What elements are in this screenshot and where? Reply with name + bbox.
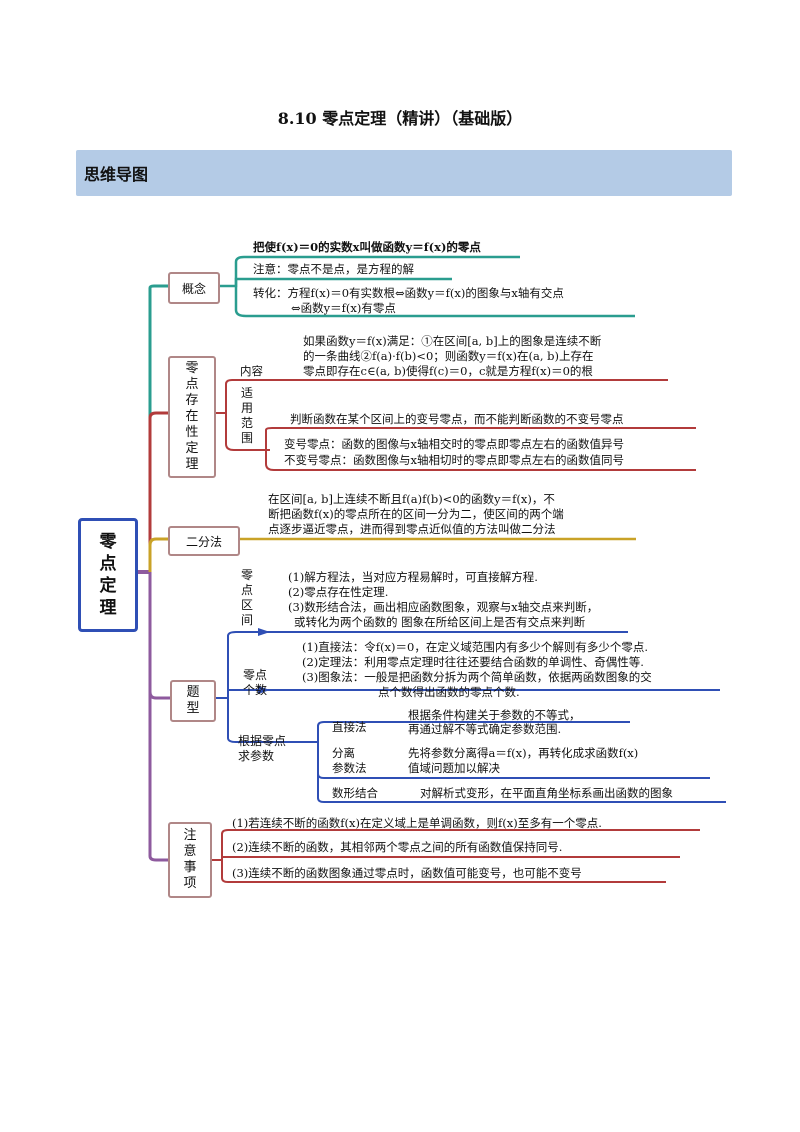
param-direct-label: 直接法 bbox=[332, 720, 367, 734]
bisection-label: 二分法 bbox=[185, 534, 222, 549]
existence-node: 零点存在性定理 bbox=[168, 356, 216, 478]
notes-item-1: (1)若连续不断的函数f(x)在定义域上是单调函数，则f(x)至多有一个零点. bbox=[232, 816, 602, 830]
param-shape-text: 对解析式变形，在平面直角坐标系画出函数的图象 bbox=[420, 786, 673, 800]
problems-node: 题型 bbox=[170, 680, 216, 722]
problems-count-1: (1)直接法：令f(x)＝0，在定义域范围内有多少个解则有多少个零点. bbox=[302, 640, 648, 654]
problems-count-label: 零点个数 bbox=[242, 668, 267, 697]
problems-interval-4: 或转化为两个函数的 图象在所给区间上是否有交点来判断 bbox=[294, 615, 586, 629]
problems-interval-3: (3)数形结合法，画出相应函数图象，观察与x轴交点来判断， bbox=[288, 600, 599, 614]
existence-content-3: 零点即存在c∈(a, b)使得f(c)＝0，c就是方程f(x)＝0的根 bbox=[303, 364, 593, 378]
problems-interval-2: (2)零点存在性定理. bbox=[288, 585, 389, 599]
param-sep-label-1: 分离 bbox=[332, 746, 355, 760]
problems-interval-label: 零点区间 bbox=[240, 568, 253, 627]
existence-scope-sub-1: 变号零点：函数的图像与x轴相交时的零点即零点左右的函数值异号 bbox=[284, 437, 624, 451]
param-direct-1: 根据条件构建关于参数的不等式， bbox=[408, 708, 581, 722]
notes-item-3: (3)连续不断的函数图象通过零点时，函数值可能变号，也可能不变号 bbox=[232, 866, 582, 880]
existence-label: 零点存在性定理 bbox=[185, 361, 199, 472]
problems-count-3: (3)图象法：一般是把函数分拆为两个简单函数，依据两函数图象的交 bbox=[302, 670, 652, 684]
param-sep-2: 值域问题加以解决 bbox=[408, 761, 500, 775]
existence-content-1: 如果函数y＝f(x)满足：①在区间[a, b]上的图象是连续不断 bbox=[303, 334, 602, 348]
concept-note: 注意：零点不是点，是方程的解 bbox=[253, 262, 414, 276]
root-label: 零点定理 bbox=[99, 532, 117, 618]
bisection-text-1: 在区间[a, b]上连续不断且f(a)f(b)<0的函数y＝f(x)，不 bbox=[268, 492, 555, 506]
existence-content-2: 的一条曲线②f(a)·f(b)<0；则函数y＝f(x)在(a, b)上存在 bbox=[303, 349, 594, 363]
concept-transform-2: ⇔函数y＝f(x)有零点 bbox=[291, 301, 396, 315]
existence-scope-label: 适用范围 bbox=[240, 386, 253, 445]
concept-transform-1: 转化：方程f(x)＝0有实数根⇔函数y＝f(x)的图象与x轴有交点 bbox=[253, 286, 564, 300]
problems-interval-1: (1)解方程法，当对应方程易解时，可直接解方程. bbox=[288, 570, 538, 584]
param-sep-label-2: 参数法 bbox=[332, 761, 367, 775]
existence-scope-main: 判断函数在某个区间上的变号零点，而不能判断函数的不变号零点 bbox=[290, 412, 624, 426]
param-sep-1: 先将参数分离得a＝f(x)，再转化成求函数f(x) bbox=[408, 746, 639, 760]
section-banner: 思维导图 bbox=[76, 150, 732, 196]
concept-label: 概念 bbox=[181, 281, 206, 296]
problems-label: 题型 bbox=[186, 685, 200, 716]
concept-node: 概念 bbox=[168, 272, 220, 304]
page-title: 8.10 零点定理（精讲）（基础版） bbox=[277, 109, 523, 128]
bisection-node: 二分法 bbox=[168, 526, 240, 556]
existence-scope-sub-2: 不变号零点：函数图像与x轴相切时的零点即零点左右的函数值同号 bbox=[284, 453, 624, 467]
problems-count-2: (2)定理法：利用零点定理时往往还要结合函数的单调性、奇偶性等. bbox=[302, 655, 644, 669]
banner-label: 思维导图 bbox=[84, 165, 149, 184]
param-shape-label: 数形结合 bbox=[332, 786, 378, 800]
concept-def: 把使f(x)＝0的实数x叫做函数y＝f(x)的零点 bbox=[253, 240, 481, 254]
notes-label: 注意事项 bbox=[183, 828, 197, 891]
bisection-text-3: 点逐步逼近零点，进而得到零点近似值的方法叫做二分法 bbox=[268, 522, 556, 536]
notes-node: 注意事项 bbox=[168, 822, 212, 898]
param-direct-2: 再通过解不等式确定参数范围. bbox=[408, 722, 562, 736]
problems-param-label: 根据零点求参数 bbox=[238, 734, 287, 763]
root-node: 零点定理 bbox=[78, 518, 138, 632]
problems-count-4: 点个数得出函数的零点个数. bbox=[378, 685, 520, 699]
notes-item-2: (2)连续不断的函数，其相邻两个零点之间的所有函数值保持同号. bbox=[232, 840, 563, 854]
bisection-text-2: 断把函数f(x)的零点所在的区间一分为二，使区间的两个端 bbox=[268, 507, 564, 521]
existence-content-label: 内容 bbox=[240, 364, 263, 378]
